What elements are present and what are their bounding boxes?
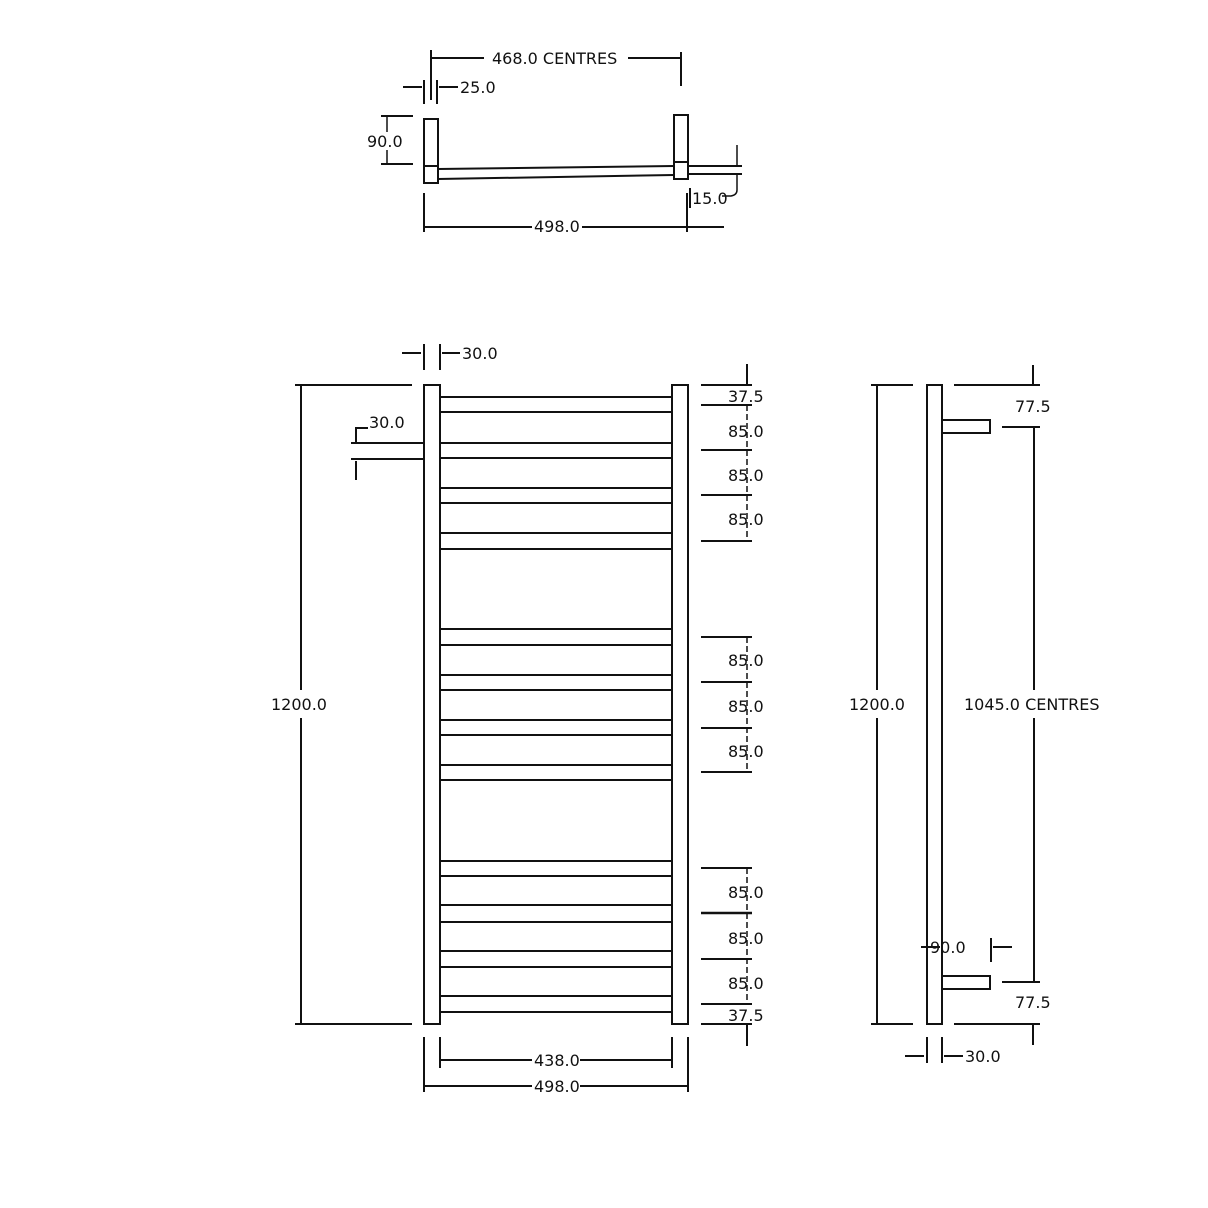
top-post-depth-label: 90.0 [367,132,403,151]
top-post-width-label: 25.0 [460,78,496,97]
side-centres-label: 1045.0 CENTRES [964,695,1099,714]
spacing-top: 37.5 [728,387,764,406]
front-inner-width-label: 438.0 [534,1051,580,1070]
side-view: 1200.0 77.5 1045.0 CENTRES 90.0 77.5 30.… [849,365,1099,1066]
spacing-label: 85.0 [728,422,764,441]
front-bar-height-label: 30.0 [369,413,405,432]
side-bracket-depth-label: 90.0 [930,938,966,957]
front-rail-width-label: 30.0 [462,344,498,363]
spacing-label: 85.0 [728,697,764,716]
side-top-offset-label: 77.5 [1015,397,1051,416]
bottom-bracket [941,975,991,990]
front-height-label: 1200.0 [271,695,327,714]
top-pipe-offset-label: 15.0 [692,189,728,208]
right-rail [671,384,689,1025]
top-overall-width-label: 498.0 [534,217,580,236]
spacing-label: 85.0 [728,742,764,761]
spacing-label: 85.0 [728,651,764,670]
front-spacing-dims: 37.5 85.0 85.0 85.0 85.0 85.0 85.0 85.0 [701,364,764,1046]
spacing-bottom: 37.5 [728,1006,764,1025]
top-bracket [941,419,991,434]
spacing-label: 85.0 [728,510,764,529]
spacing-label: 85.0 [728,929,764,948]
bar-group-3 [440,860,672,1013]
bar-group-1 [440,396,672,550]
spacing-label: 85.0 [728,466,764,485]
side-bottom-offset-label: 77.5 [1015,993,1051,1012]
bar-group-2 [440,628,672,781]
spacing-label: 85.0 [728,883,764,902]
top-view: 468.0 CENTRES 25.0 90.0 15.0 4 [367,49,742,236]
front-view: 30.0 1200.0 30.0 [271,344,764,1096]
front-overall-width-label: 498.0 [534,1077,580,1096]
top-centres-label: 468.0 CENTRES [492,49,617,68]
left-rail [423,384,441,1025]
side-height-label: 1200.0 [849,695,905,714]
side-rail [926,384,943,1025]
side-rail-depth-label: 30.0 [965,1047,1001,1066]
spacing-label: 85.0 [728,974,764,993]
